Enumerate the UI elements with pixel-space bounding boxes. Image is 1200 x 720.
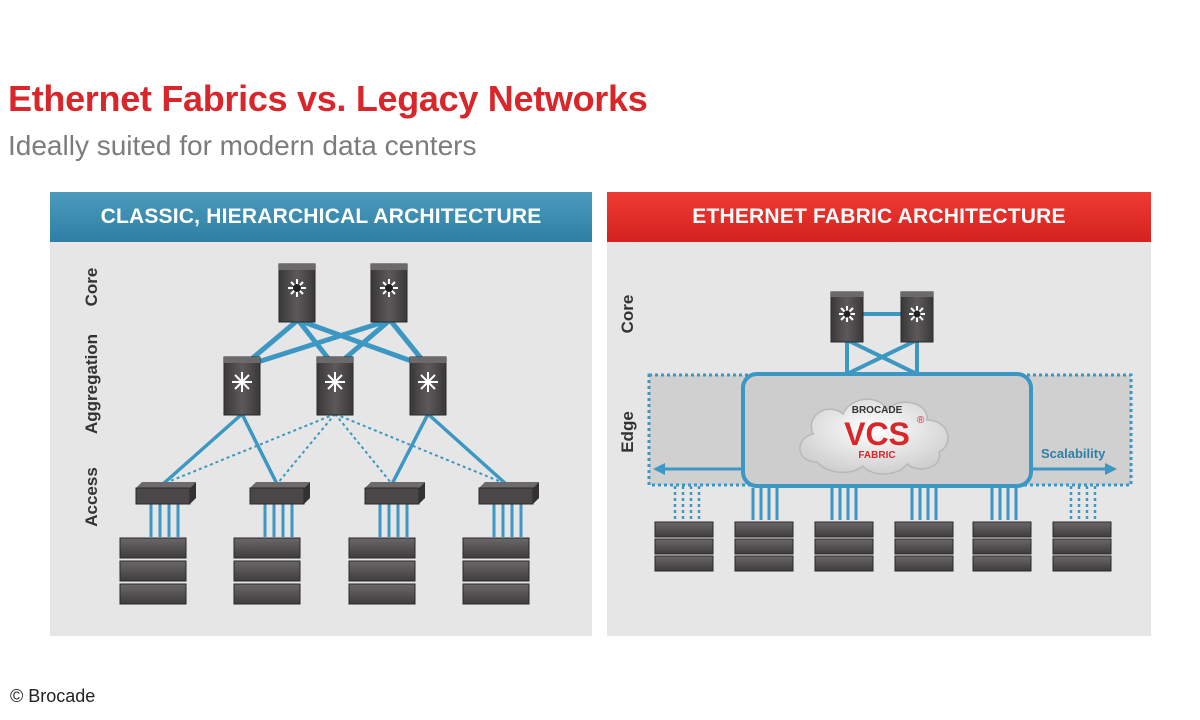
layer-label-access: Access: [82, 467, 101, 527]
aggregation-switch-1: [223, 356, 261, 416]
classic-architecture-header: CLASSIC, HIERARCHICAL ARCHITECTURE: [50, 192, 592, 242]
access-switch-4: [478, 482, 539, 505]
access-switch-1: [135, 482, 196, 505]
server-stack-5: [972, 521, 1032, 572]
server-stack-1: [654, 521, 714, 572]
page-title: Ethernet Fabrics vs. Legacy Networks: [8, 78, 648, 119]
classic-architecture-diagram: Core Aggregation Access: [82, 263, 539, 605]
fabric-architecture-panel: ETHERNET FABRIC ARCHITECTURE Core Edge: [607, 192, 1151, 636]
core-switch-2: [370, 263, 408, 323]
aggregation-access-dotted-links: [162, 413, 507, 485]
aggregation-switch-2: [316, 356, 354, 416]
layer-label-core: Core: [82, 268, 101, 307]
outer-server-links: [673, 486, 1097, 520]
core-switch-1: [830, 291, 864, 343]
fabric-brand-label: BROCADE: [852, 405, 903, 416]
image-credit: © Brocade: [10, 686, 96, 706]
core-fabric-links: [845, 312, 919, 376]
page-subtitle: Ideally suited for modern data centers: [8, 130, 477, 161]
classic-architecture-panel: CLASSIC, HIERARCHICAL ARCHITECTURE Core …: [50, 192, 592, 636]
server-stack-6: [1052, 521, 1112, 572]
layer-label-core: Core: [618, 295, 637, 334]
access-switch-3: [364, 482, 425, 505]
layer-label-aggregation: Aggregation: [82, 334, 101, 434]
scalability-arrows: Scalability: [653, 446, 1117, 475]
fabric-architecture-header: ETHERNET FABRIC ARCHITECTURE: [607, 192, 1151, 242]
aggregation-switch-3: [409, 356, 447, 416]
server-stack-4: [894, 521, 954, 572]
server-stack-3: [814, 521, 874, 572]
access-server-links: [149, 504, 523, 537]
inner-server-links: [751, 488, 1018, 520]
aggregation-access-links: [161, 412, 508, 486]
fabric-registered-mark: ®: [917, 415, 925, 426]
fabric-architecture-diagram: Core Edge BROCADE VCS ® FABRIC Sc: [618, 291, 1133, 572]
vcs-fabric-cloud: BROCADE VCS ® FABRIC: [799, 398, 949, 475]
fabric-name-label: VCS: [844, 416, 910, 452]
server-stack-2: [233, 537, 301, 605]
access-switch-2: [249, 482, 310, 505]
server-stack-4: [462, 537, 530, 605]
scalability-label: Scalability: [1041, 446, 1106, 461]
server-stack-3: [348, 537, 416, 605]
layer-label-edge: Edge: [618, 411, 637, 453]
fabric-sub-label: FABRIC: [858, 450, 895, 461]
server-stack-1: [119, 537, 187, 605]
server-stack-2: [734, 521, 794, 572]
core-switch-2: [900, 291, 934, 343]
core-switch-1: [278, 263, 316, 323]
